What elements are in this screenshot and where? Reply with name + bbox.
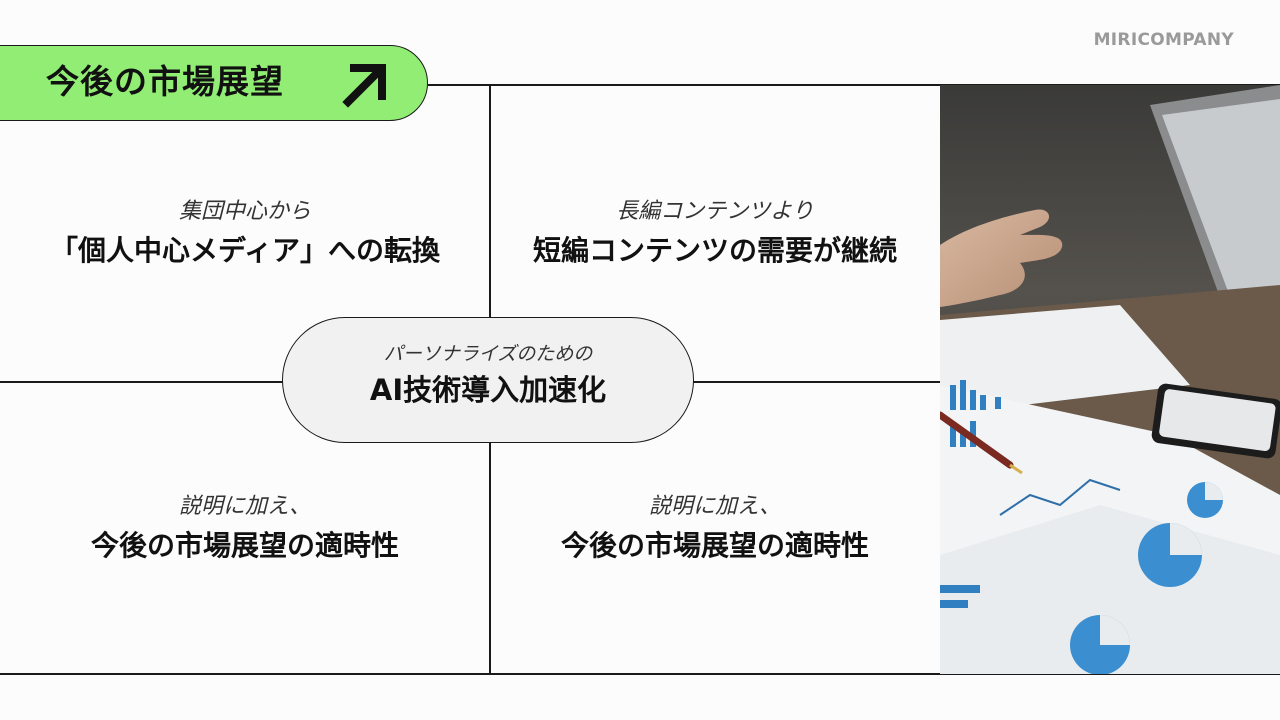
quadrant-subtitle: 集団中心から bbox=[178, 199, 311, 224]
quadrant-subtitle: 説明に加え、 bbox=[648, 494, 781, 519]
quadrant-heading: 短編コンテンツの需要が継続 bbox=[532, 234, 897, 267]
bottom-divider bbox=[0, 673, 1280, 675]
quadrant-top-left: 集団中心から 「個人中心メディア」への転換 bbox=[0, 195, 490, 273]
quadrant-top-right: 長編コンテンツより 短編コンテンツの需要が継続 bbox=[490, 195, 940, 273]
center-horizontal-divider-left bbox=[0, 381, 284, 383]
quadrant-heading: 今後の市場展望の適時性 bbox=[560, 529, 869, 562]
quadrant-heading: 「個人中心メディア」への転換 bbox=[49, 234, 441, 267]
center-heading: AI技術導入加速化 bbox=[369, 373, 607, 407]
center-callout bbox=[282, 317, 694, 443]
quadrant-subtitle: 説明に加え、 bbox=[178, 494, 311, 519]
title-banner bbox=[0, 45, 428, 121]
center-horizontal-divider-right bbox=[693, 381, 940, 383]
vertical-divider-top bbox=[489, 85, 491, 318]
page-title: 今後の市場展望 bbox=[46, 62, 284, 101]
business-charts-photo bbox=[940, 85, 1280, 674]
quadrant-subtitle: 長編コンテンツより bbox=[616, 199, 814, 224]
center-callout-text: パーソナライズのための AI技術導入加速化 bbox=[282, 340, 694, 412]
center-subtitle: パーソナライズのための bbox=[383, 343, 593, 365]
brand-logo: MIRICOMPANY bbox=[1093, 30, 1234, 50]
top-divider bbox=[428, 84, 1280, 86]
vertical-divider-bottom bbox=[489, 442, 491, 674]
quadrant-heading: 今後の市場展望の適時性 bbox=[90, 529, 399, 562]
quadrant-bottom-right: 説明に加え、 今後の市場展望の適時性 bbox=[490, 490, 940, 568]
arrow-up-right-icon bbox=[342, 64, 386, 108]
quadrant-bottom-left: 説明に加え、 今後の市場展望の適時性 bbox=[0, 490, 490, 568]
